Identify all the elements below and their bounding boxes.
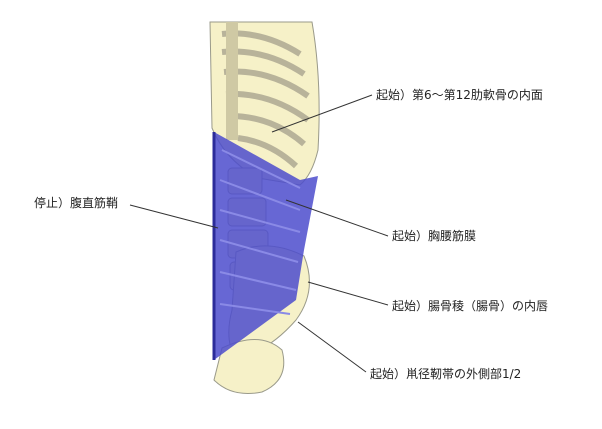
label-origin-inguinal: 起始）鼡径靭帯の外側部1/2 bbox=[370, 367, 522, 381]
rib-cage bbox=[209, 21, 320, 186]
leader-line-inguinal bbox=[297, 321, 367, 373]
transversus-abdominis-muscle bbox=[212, 132, 318, 360]
label-origin-fascia: 起始）胸腰筋膜 bbox=[392, 229, 477, 243]
label-insertion-sheath: 停止）腹直筋鞘 bbox=[34, 196, 119, 210]
leader-line-sheath bbox=[129, 204, 219, 229]
label-origin-iliac: 起始）腸骨稜（腸骨）の内唇 bbox=[392, 299, 549, 313]
label-origin-ribs: 起始）第6～第12肋軟骨の内面 bbox=[376, 88, 543, 102]
leader-line-fascia bbox=[285, 199, 389, 237]
leader-line-iliac bbox=[307, 281, 389, 306]
leader-line-ribs bbox=[271, 94, 373, 133]
leader-lines bbox=[129, 94, 389, 373]
